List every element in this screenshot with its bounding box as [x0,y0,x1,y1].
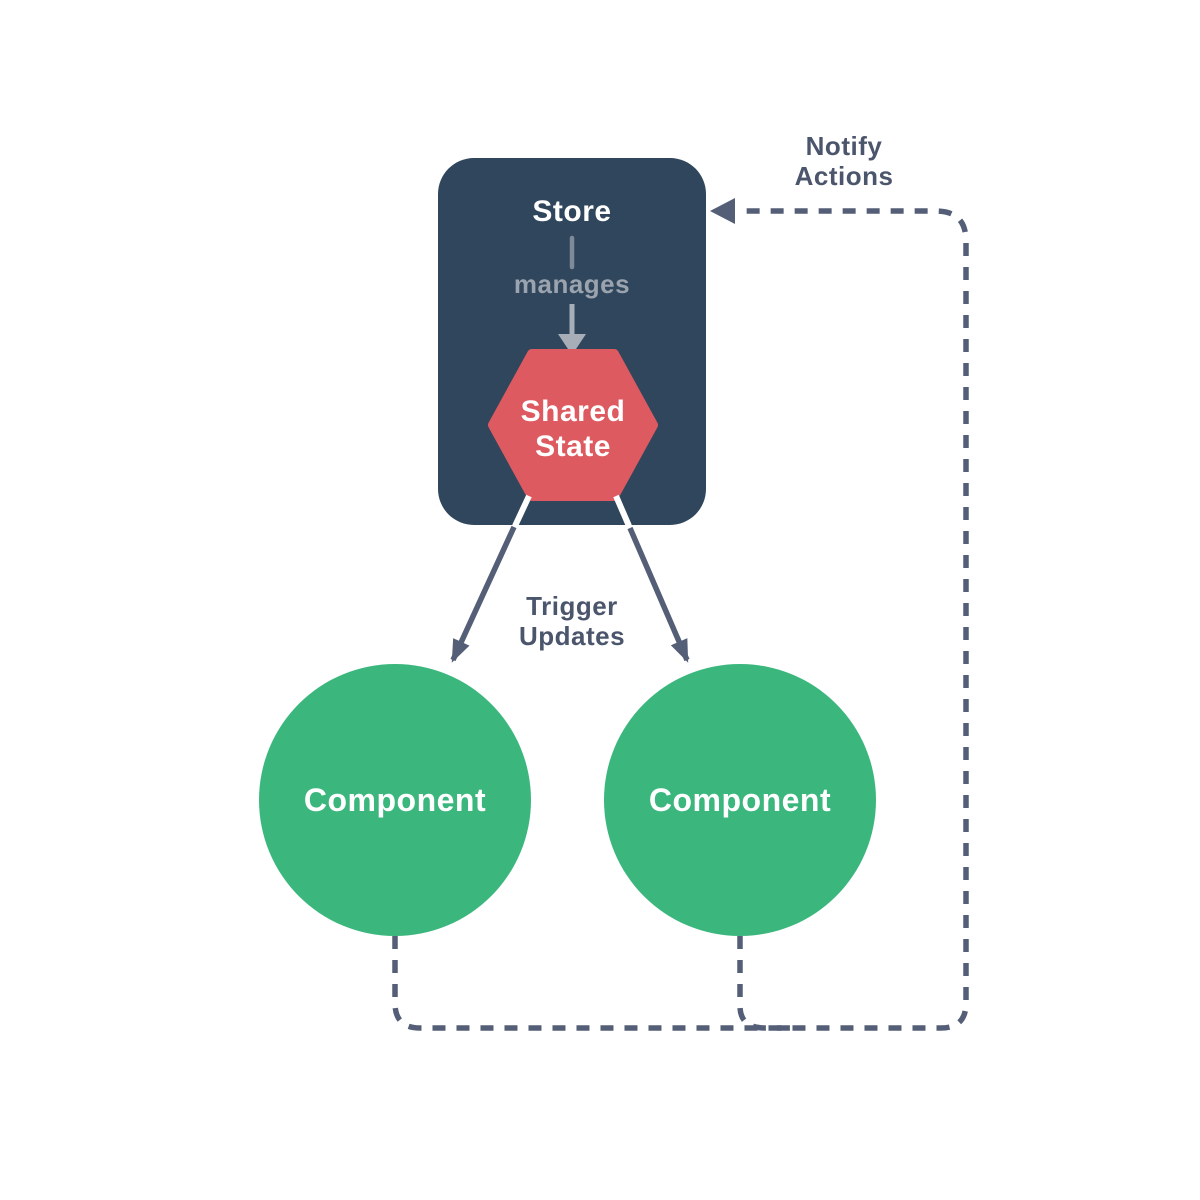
trigger-updates-label-line2: Updates [519,621,625,651]
component-label-right: Component [649,782,831,818]
store-label: Store [532,195,611,228]
trigger-updates-label-line1: Trigger [526,591,618,621]
shared-state-label-line1: Shared [521,395,626,428]
notify-loop-join-path [737,936,792,1031]
component-circle-right [604,664,876,936]
manages-label: manages [514,269,630,299]
trigger-arrow-left-inner [512,494,532,528]
trigger-arrow-right [627,526,690,663]
shared-state-label-line2: State [535,430,611,463]
notify-actions-label-line2: Actions [795,161,894,191]
manages-arrowhead-icon [558,334,586,355]
notify-arrowhead-icon [710,198,735,224]
component-label-left: Component [304,782,486,818]
trigger-arrow-right-inner [613,494,632,528]
trigger-arrow-left [450,525,517,663]
shared-state-hexagon [488,349,658,501]
notify-loop-path [392,208,969,1031]
component-circle-left [259,664,531,936]
notify-actions-label-line1: Notify [806,131,883,161]
